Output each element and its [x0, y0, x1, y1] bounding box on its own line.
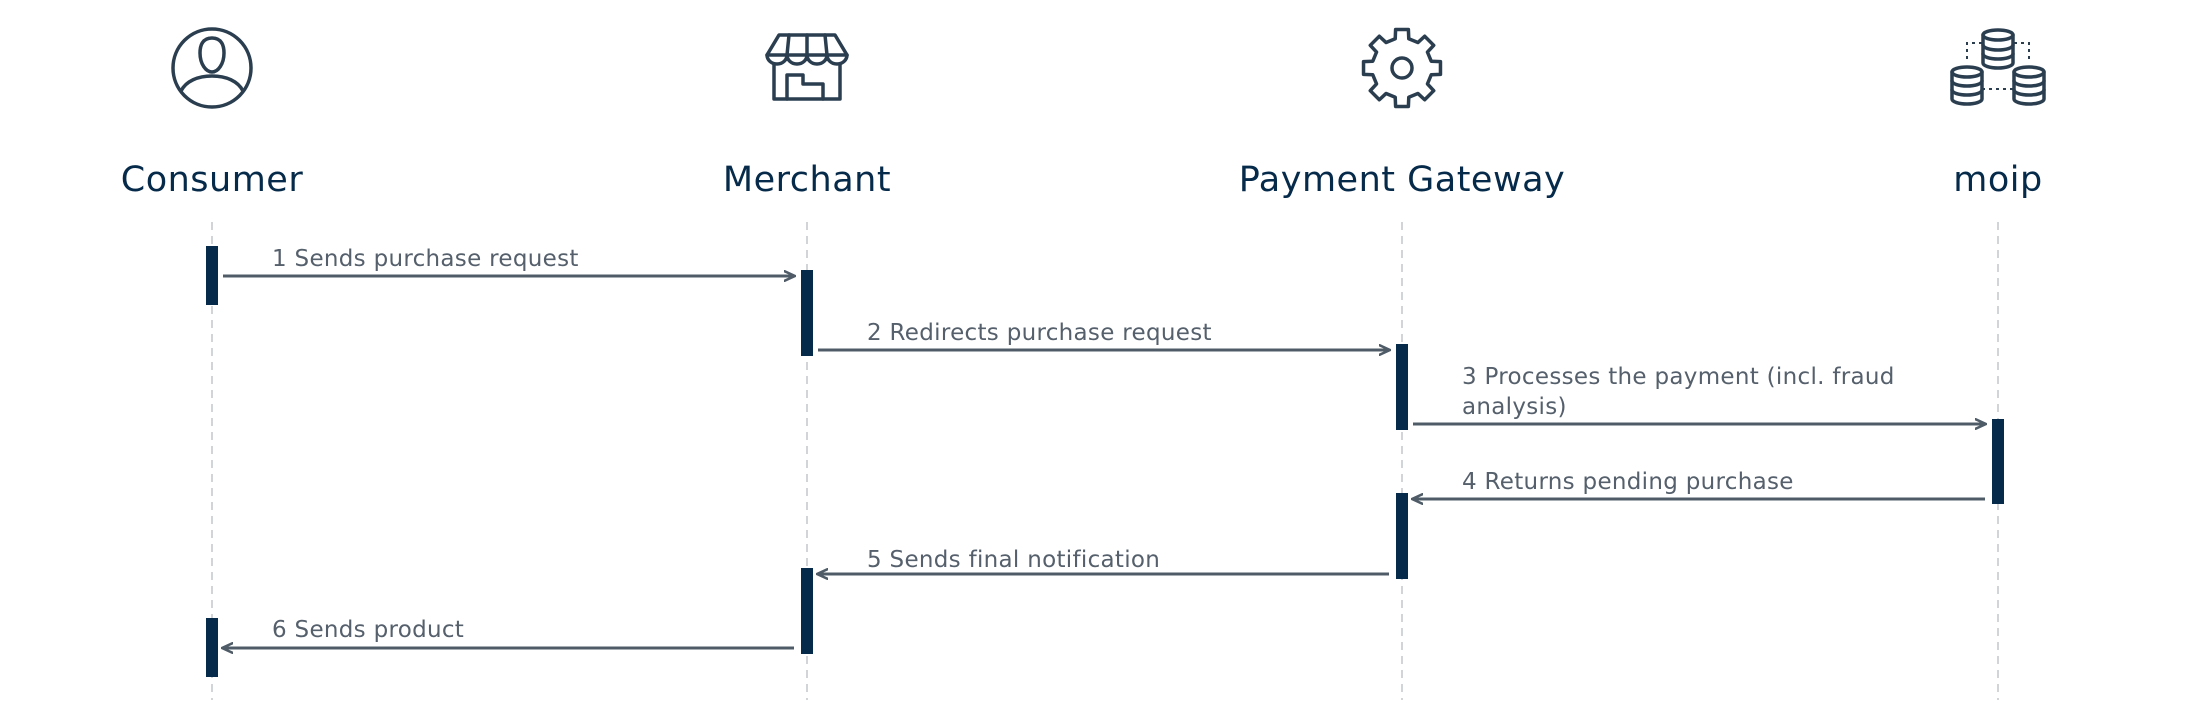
- message-label-3-line-2: analysis): [1462, 394, 1567, 420]
- activation-bar-consumer-2: [206, 618, 218, 677]
- actor-name-moip: moip: [1953, 160, 2042, 200]
- message-label-3-line-1: 3 Processes the payment (incl. fraud: [1462, 364, 1895, 390]
- message-label-5: 5 Sends final notification: [867, 547, 1160, 573]
- actor-name-payment-gateway: Payment Gateway: [1239, 160, 1565, 200]
- user-avatar-icon: [171, 27, 253, 109]
- storefront-icon: [765, 33, 849, 101]
- message-label-4: 4 Returns pending purchase: [1462, 469, 1794, 495]
- gear-icon: [1361, 27, 1443, 109]
- actor-name-merchant: Merchant: [723, 160, 891, 200]
- activation-bar-consumer-1: [206, 246, 218, 305]
- activation-bar-merchant-1: [801, 270, 813, 356]
- message-label-2: 2 Redirects purchase request: [867, 320, 1212, 346]
- activation-bar-merchant-2: [801, 568, 813, 654]
- message-label-6: 6 Sends product: [272, 617, 464, 643]
- activation-bar-gateway-2: [1396, 493, 1408, 579]
- activation-bar-moip: [1992, 419, 2004, 504]
- actor-name-consumer: Consumer: [121, 160, 304, 200]
- activation-bar-gateway-1: [1396, 344, 1408, 430]
- message-label-1: 1 Sends purchase request: [272, 246, 579, 272]
- databases-icon: [1950, 28, 2046, 106]
